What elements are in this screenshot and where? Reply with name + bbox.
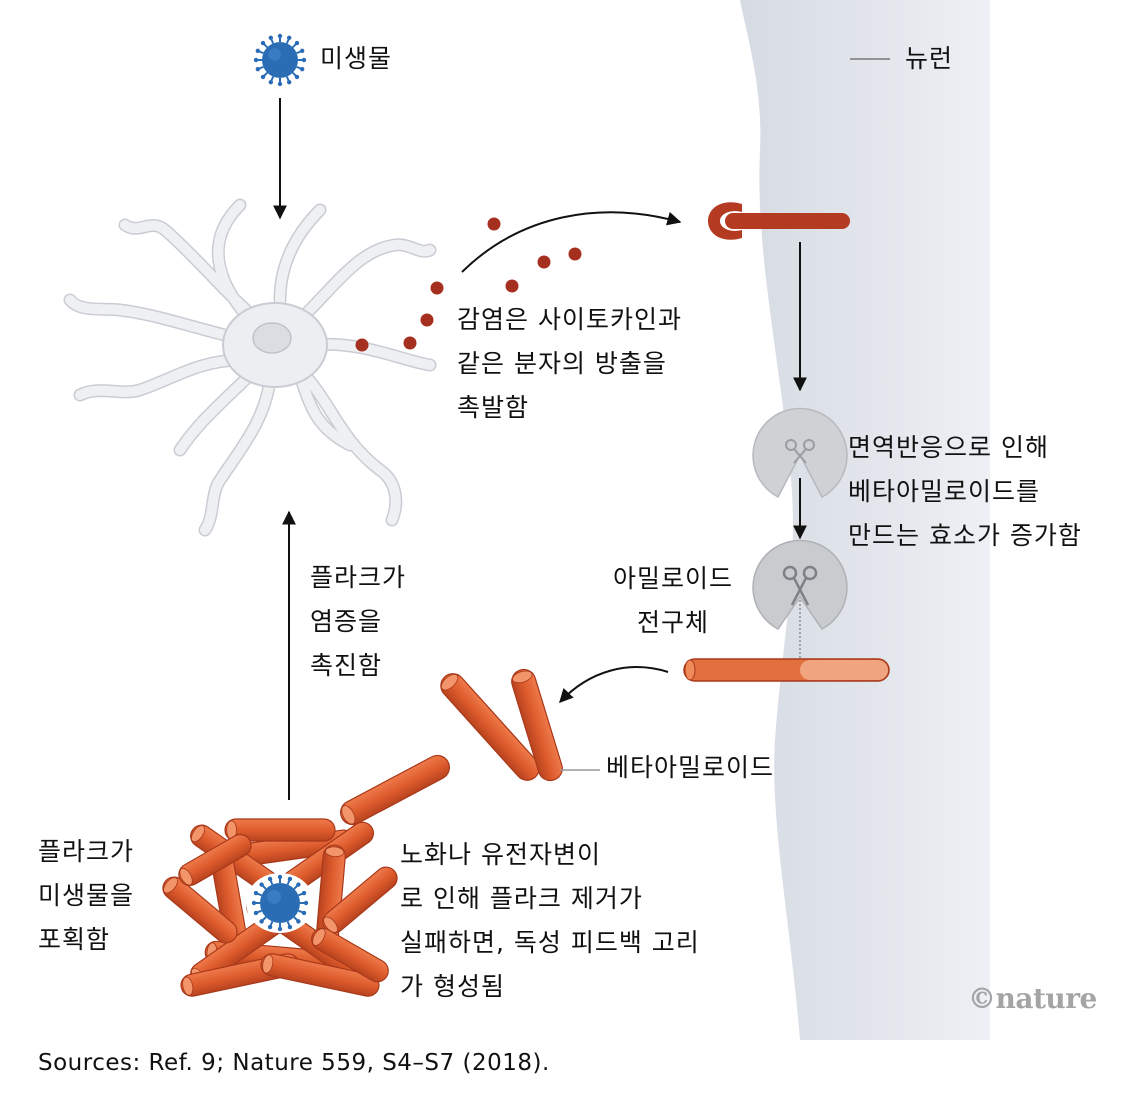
inflammation-label: 감염은 사이토카인과 같은 분자의 방출을 촉발함: [457, 305, 682, 422]
cytokine-dot: [420, 313, 434, 327]
cytokine-dot: [568, 247, 582, 261]
microbe-label: 미생물: [320, 44, 393, 73]
cytokine-dot: [537, 255, 551, 269]
cytokine-particles: [355, 217, 582, 352]
neuron-label: 뉴런: [905, 44, 954, 73]
microglia-cell: [63, 198, 437, 537]
cytokine-dot: [355, 338, 369, 352]
plaque-inflammation-label: 플라크가 염증을 촉진함: [310, 563, 407, 680]
nature-watermark: ©nature: [968, 982, 1097, 1015]
source-note: Sources: Ref. 9; Nature 559, S4–S7 (2018…: [38, 1050, 550, 1076]
precursor-label: 아밀로이드 전구체: [612, 564, 733, 637]
beta-amyloid-rod: [340, 754, 450, 826]
enzyme-label: 면역반응으로 인해 베타아밀로이드를 만드는 효소가 증가함: [848, 433, 1082, 550]
plaque-rod: [224, 818, 336, 842]
plaque-rod: [178, 833, 252, 887]
beta-amyloid-rod: [440, 673, 540, 781]
microbe-icon: [253, 33, 307, 87]
plaque-rod: [311, 927, 389, 983]
plaque-capture-label: 플라크가 미생물을 포획함: [38, 837, 135, 954]
active-enzyme-icon: [752, 539, 848, 630]
beta-amyloid-rod: [511, 668, 563, 782]
neuron-membrane: [740, 0, 990, 1040]
arrow-cytokine-to-receptor: [461, 211, 682, 273]
plaque-rod: [322, 866, 398, 934]
cytokine-dot: [403, 336, 417, 350]
beta-amyloid-label: 베타아밀로이드: [606, 753, 775, 782]
cytokine-dot: [505, 279, 519, 293]
cytokine-dot: [430, 281, 444, 295]
amyloid-precursor-rod: [683, 658, 890, 682]
trapped-microbe-icon: [251, 874, 309, 932]
beta-amyloid-rods: [340, 668, 563, 826]
cytokine-dot: [487, 217, 501, 231]
arrow-precursor-to-beta: [559, 666, 669, 704]
enzyme-icon: [752, 407, 848, 499]
feedback-loop-label: 노화나 유전자변이 로 인해 플라크 제거가 실패하면, 독성 피드백 고리 가…: [400, 840, 700, 1001]
plaque-rod: [162, 876, 238, 944]
plaque-rod: [260, 953, 380, 997]
receptor-icon: [708, 202, 850, 240]
